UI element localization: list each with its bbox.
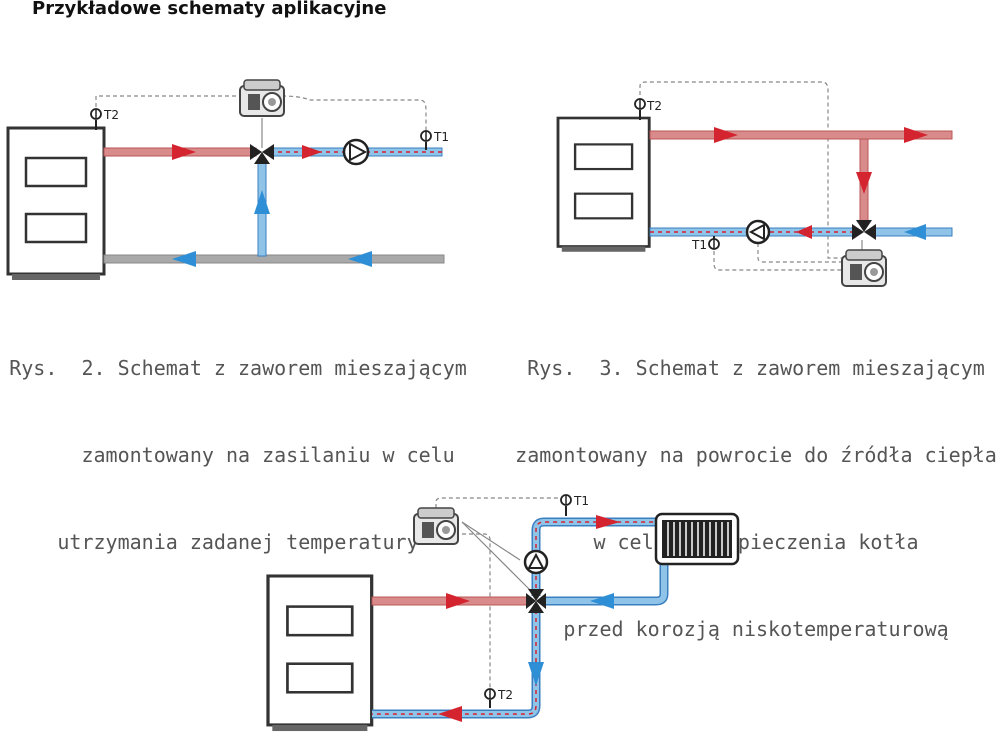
figure-4-flow-arrow <box>528 662 544 686</box>
figure-2-caption: Rys. 2. Schemat z zaworem mieszającym za… <box>0 296 476 586</box>
figure-3-caption-line: zamontowany na powrocie do źródła ciepła <box>515 443 997 467</box>
figure-4-control-wire <box>435 497 566 508</box>
figure-2-actuator <box>239 79 285 117</box>
figure-4-sensor-t2-label: T2 <box>497 688 513 702</box>
figure-3-flow-arrow <box>796 225 812 239</box>
figure-3-control-wire <box>713 244 848 271</box>
figure-2-caption-line: utrzymania zadanej temperatury <box>57 530 419 554</box>
figure-2-control-wire <box>95 95 427 134</box>
figure-3-sensor-t2 <box>634 98 646 120</box>
figure-2-sensor-t1-label: T1 <box>433 130 449 144</box>
figure-2-boiler <box>6 126 106 282</box>
figure-3-pump <box>745 219 771 245</box>
figure-3-caption-line: przed korozją niskotemperaturową <box>563 617 949 641</box>
figure-2-sensor-t2-label: T2 <box>103 108 119 122</box>
figure-2-flow-arrow <box>172 144 196 160</box>
figure-3-diagram: T2 T1 <box>556 81 953 287</box>
figure-2-sensor-t2 <box>90 108 102 130</box>
figure-3-control-wire <box>639 81 848 259</box>
page-title: Przykładowe schematy aplikacyjne <box>32 0 387 19</box>
figure-3-sensor-t1-label: T1 <box>691 238 707 252</box>
figure-4-sensor-t1 <box>560 494 572 516</box>
figure-4-flow-arrow <box>446 593 470 609</box>
figure-3-sensor-t2-label: T2 <box>646 99 662 113</box>
figure-3-flow-arrow <box>904 127 928 143</box>
figure-3-control-wire <box>757 236 848 263</box>
figure-2-caption-line: Rys. 2. Schemat z zaworem mieszającym <box>9 356 467 380</box>
figure-2-mixing-valve <box>250 144 274 164</box>
figure-3-sensor-t1 <box>708 236 720 250</box>
figure-4-diagram: T1 T2 <box>266 494 740 733</box>
figure-4-flow-arrow <box>596 515 620 529</box>
figure-4-sensor-t1-label: T1 <box>573 494 589 508</box>
figure-2-caption-line: zamontowany na zasilaniu w celu <box>21 443 455 467</box>
figure-2-pump <box>342 138 370 166</box>
figure-4-control-wire <box>462 533 491 690</box>
figure-3-flow-arrow <box>856 172 872 194</box>
figure-4-radiator <box>654 512 740 566</box>
figure-2-flow-arrow <box>348 251 372 267</box>
figure-4-actuator <box>413 507 459 545</box>
figure-3-boiler <box>556 116 651 254</box>
figure-2-flow-arrow <box>302 145 322 159</box>
figure-4-mixing-valve <box>526 589 546 613</box>
figure-4-supply-riser <box>531 517 656 596</box>
figure-3-flow-arrow <box>714 127 738 143</box>
figure-3-caption: Rys. 3. Schemat z zaworem mieszającym za… <box>512 296 1000 673</box>
figure-2-return-pipe <box>103 254 445 264</box>
figure-3-caption-line: Rys. 3. Schemat z zaworem mieszającym <box>527 356 985 380</box>
figure-2-flow-arrow <box>172 251 196 267</box>
figure-3-mixing-valve <box>852 220 876 240</box>
figure-2-diagram: T2 T1 <box>6 79 449 282</box>
figure-4-flow-arrow <box>590 593 614 609</box>
figure-3-actuator <box>841 249 887 287</box>
figure-4-sensor-t2 <box>484 688 496 708</box>
figure-4-boiler <box>266 574 374 733</box>
figure-4-radiator-return <box>546 562 669 606</box>
figure-3-flow-arrow <box>904 224 926 240</box>
figure-2-flow-arrow <box>254 190 270 214</box>
figure-4-flow-arrow <box>438 706 462 722</box>
figure-3-supply-pipe <box>649 130 953 140</box>
figure-2-sensor-t1 <box>420 130 432 150</box>
figure-4-pump <box>523 549 549 575</box>
